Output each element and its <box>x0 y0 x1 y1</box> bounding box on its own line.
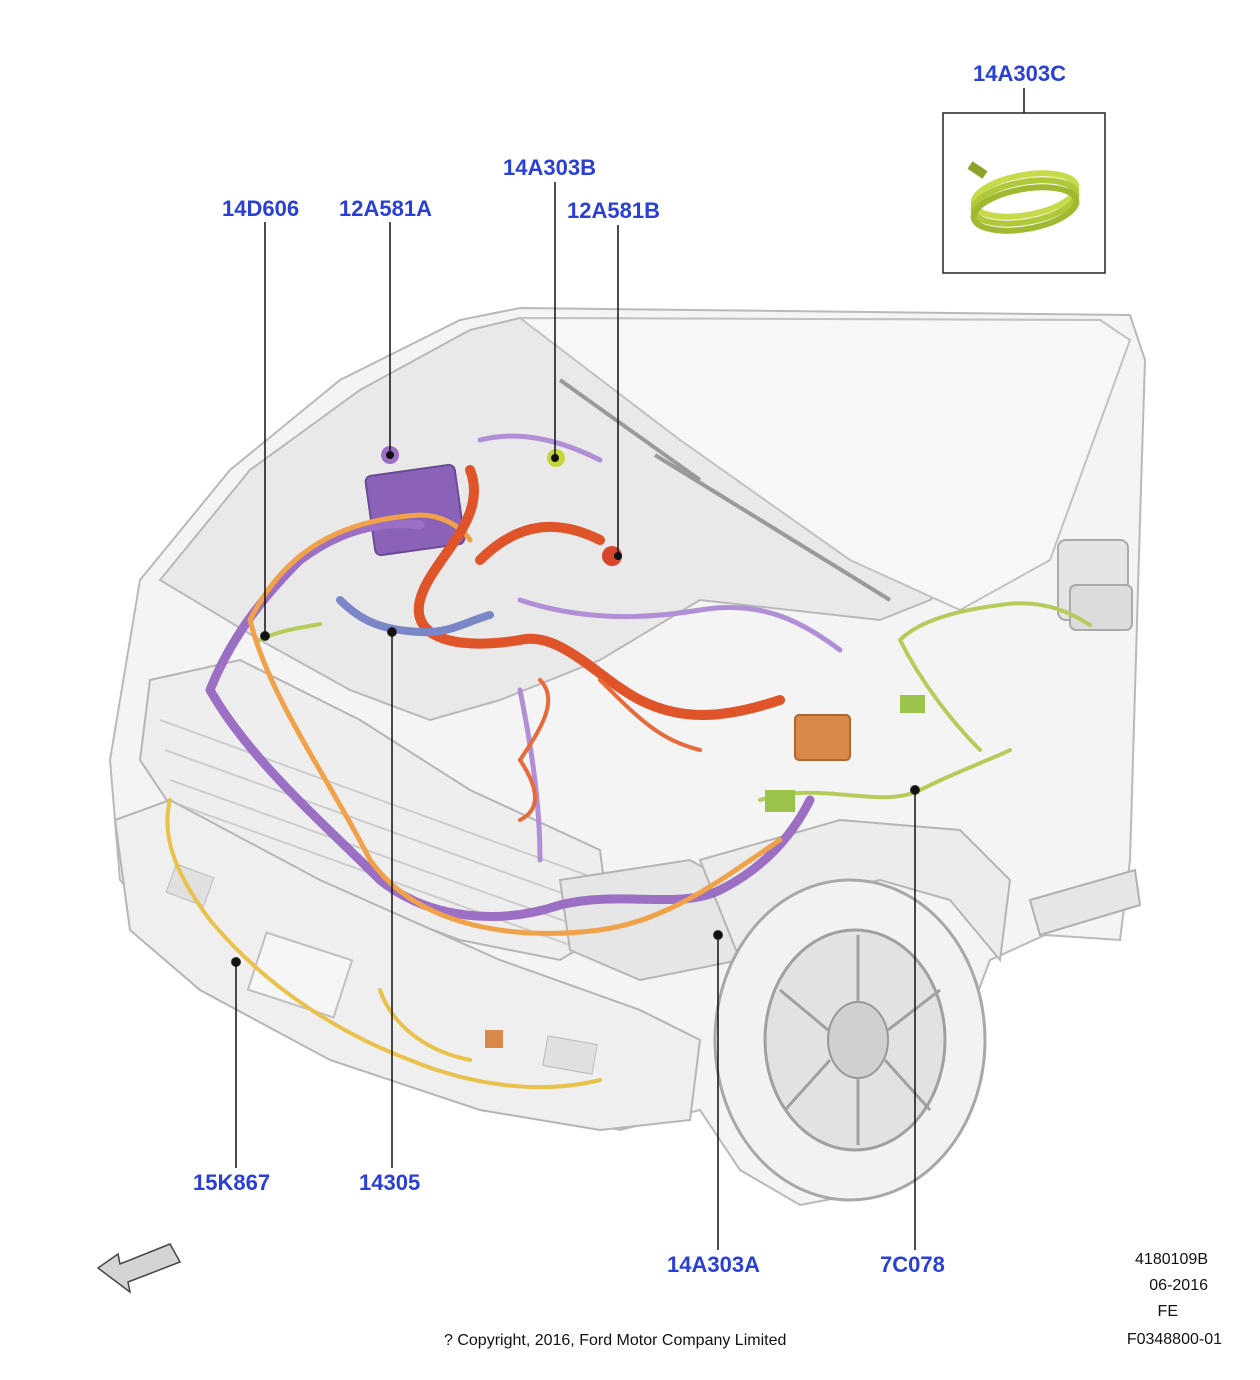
harness-green <box>258 601 1092 802</box>
callout-14A303B[interactable]: 14A303B <box>503 155 596 180</box>
harness-engine-orange-branch <box>518 678 702 822</box>
harness-purple-main <box>205 519 815 921</box>
harness-yellow-bumper <box>165 798 602 1090</box>
doc-code: FE <box>1157 1303 1178 1320</box>
module-box <box>794 714 851 761</box>
side-mirror <box>1069 584 1133 631</box>
license-plate-area <box>246 931 354 1019</box>
inset-box-14A303C <box>942 112 1106 274</box>
harness-engine-orange <box>413 465 785 720</box>
windshield <box>517 316 1132 612</box>
wiring-harnesses <box>165 433 1092 1090</box>
doc-number: 4180109B <box>1135 1251 1208 1268</box>
wiper-blade <box>558 378 702 482</box>
coiled-harness-icon <box>967 161 1080 234</box>
callout-14305[interactable]: 14305 <box>359 1170 421 1195</box>
callout-7C078[interactable]: 7C078 <box>880 1252 945 1277</box>
figure-id: F0348800-01 <box>1126 1331 1222 1348</box>
callout-14D606[interactable]: 14D606 <box>222 196 300 221</box>
callout-15K867[interactable]: 15K867 <box>193 1170 271 1195</box>
battery-junction-box <box>364 463 466 557</box>
callout-12A581B[interactable]: 12A581B <box>567 198 660 223</box>
callout-12A581A[interactable]: 12A581A <box>339 196 432 221</box>
harness-blue <box>336 596 494 637</box>
callout-14A303A[interactable]: 14A303A <box>667 1252 760 1277</box>
harness-amber <box>247 512 783 936</box>
front-direction-arrow-icon <box>96 1243 182 1294</box>
callout-14A303C[interactable]: 14A303C <box>973 61 1066 86</box>
fog-lamp-right <box>542 1035 598 1075</box>
wheel-spokes <box>779 935 941 1145</box>
doc-date: 06-2016 <box>1149 1277 1208 1294</box>
fog-lamp-left <box>165 863 215 907</box>
harness-purple-branch <box>477 433 843 863</box>
wiper-blade <box>653 453 892 602</box>
leader-lines <box>235 88 1025 1250</box>
copyright-notice: ? Copyright, 2016, Ford Motor Company Li… <box>444 1332 787 1349</box>
leader-endpoints <box>232 451 919 966</box>
running-board <box>1028 868 1142 937</box>
wheel-hub <box>827 1001 889 1079</box>
